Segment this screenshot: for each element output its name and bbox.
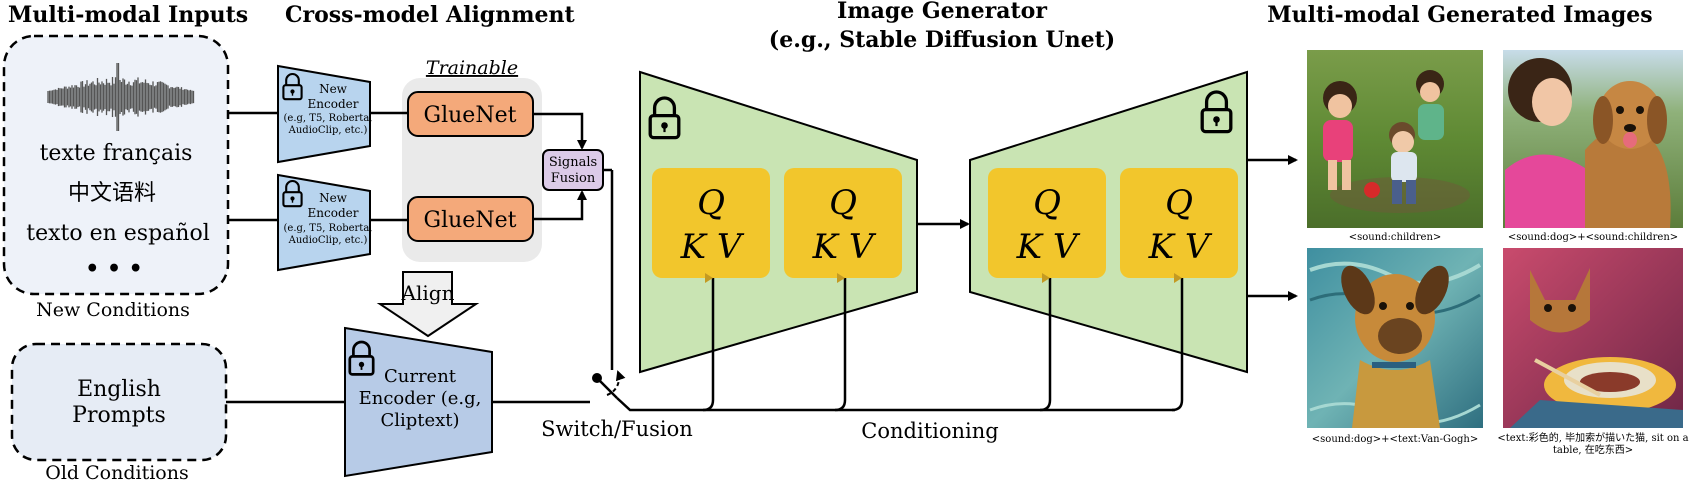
lock-icon bbox=[282, 179, 303, 208]
new-encoder-1-line4: AudioClip, etc.) bbox=[288, 125, 368, 136]
new-encoder-2-line1: New bbox=[319, 191, 348, 205]
current-encoder-line3: Cliptext) bbox=[380, 410, 459, 431]
conditioning-riser bbox=[1171, 273, 1184, 412]
generated-image-dog-child bbox=[1503, 50, 1683, 228]
header-alignment: Cross-model Alignment bbox=[285, 2, 575, 28]
caption-dog-children: <sound:dog>+<sound:children> bbox=[1508, 232, 1678, 243]
conditioning-riser bbox=[834, 273, 847, 412]
generated-image-vangogh-dog bbox=[1307, 248, 1483, 428]
caption-picasso-2: table, 在吃东西> bbox=[1553, 443, 1633, 456]
conditioning-riser bbox=[1039, 273, 1052, 412]
attn-q: Q bbox=[1033, 183, 1061, 223]
conditioning-bus bbox=[616, 397, 1175, 412]
lock-icon bbox=[348, 340, 375, 376]
generated-image-picasso-cat bbox=[1503, 248, 1683, 428]
align-arrow bbox=[376, 271, 480, 338]
header-inputs: Multi-modal Inputs bbox=[8, 2, 248, 28]
attn-kv: K V bbox=[812, 227, 877, 267]
attn-kv: K V bbox=[1016, 227, 1081, 267]
attn-q: Q bbox=[829, 183, 857, 223]
caption-vangogh: <sound:dog>+<text:Van-Gogh> bbox=[1312, 434, 1478, 445]
switch-lever bbox=[596, 377, 618, 399]
conditioning-label: Conditioning bbox=[861, 419, 998, 443]
lock-icon bbox=[1200, 90, 1233, 134]
arrow-to-fusion bbox=[533, 190, 587, 221]
current-encoder bbox=[344, 326, 493, 478]
arrow-to-fusion bbox=[533, 112, 587, 150]
switch-arc bbox=[606, 370, 626, 396]
current-encoder-line2: Encoder (e.g, bbox=[359, 388, 482, 409]
conditioning-riser bbox=[702, 273, 715, 412]
unet-decoder-trapezoid bbox=[969, 70, 1248, 374]
new-encoder-2-line2: Encoder bbox=[308, 206, 359, 220]
header-generator: Image Generator bbox=[837, 0, 1047, 24]
lock-icon bbox=[282, 72, 303, 101]
attention-block: Q K V bbox=[988, 168, 1106, 278]
lock-icon bbox=[648, 96, 681, 140]
current-encoder-line1: Current bbox=[384, 366, 457, 387]
input-item-chinese: 中文语料 bbox=[68, 181, 156, 206]
generated-image-children bbox=[1307, 50, 1483, 228]
attention-block: Q K V bbox=[652, 168, 770, 278]
new-encoder-2-line4: AudioClip, etc.) bbox=[288, 235, 368, 246]
trainable-label: Trainable bbox=[426, 57, 518, 79]
old-item-line2: Prompts bbox=[72, 403, 166, 428]
align-label: Align bbox=[401, 281, 455, 305]
gluenet-label-2: GlueNet bbox=[424, 208, 517, 233]
attention-block: Q K V bbox=[784, 168, 902, 278]
new-conditions-label: New Conditions bbox=[36, 299, 190, 321]
input-item-ellipsis: • • • bbox=[85, 256, 143, 282]
signals-fusion-line1: Signals bbox=[549, 155, 597, 170]
old-conditions-label: Old Conditions bbox=[45, 462, 188, 483]
input-item-spanish: texto en español bbox=[26, 221, 210, 246]
attn-q: Q bbox=[697, 183, 725, 223]
new-encoder-1-line3: (e.g, T5, Roberta, bbox=[284, 113, 373, 124]
unet-encoder-trapezoid bbox=[639, 70, 918, 374]
input-item-french: texte français bbox=[40, 141, 193, 166]
old-conditions-box bbox=[10, 342, 228, 462]
new-encoder-1-line1: New bbox=[319, 82, 348, 96]
new-encoder-1-line2: Encoder bbox=[308, 97, 359, 111]
caption-picasso-1: <text:彩色的, 毕加索が描いた猫, sit on a bbox=[1497, 431, 1688, 444]
attn-kv: K V bbox=[1148, 227, 1213, 267]
header-generator-sub: (e.g., Stable Diffusion Unet) bbox=[769, 27, 1115, 53]
old-item-line1: English bbox=[77, 377, 161, 402]
waveform-icon bbox=[47, 63, 195, 131]
signals-fusion-line2: Fusion bbox=[551, 171, 596, 186]
new-encoder-2-line3: (e.g, T5, Roberta, bbox=[284, 223, 373, 234]
gluenet-label-1: GlueNet bbox=[424, 103, 517, 128]
switch-fusion-label: Switch/Fusion bbox=[541, 417, 693, 441]
attn-q: Q bbox=[1165, 183, 1193, 223]
caption-children: <sound:children> bbox=[1349, 232, 1442, 243]
attention-block: Q K V bbox=[1120, 168, 1238, 278]
attn-kv: K V bbox=[680, 227, 745, 267]
header-outputs: Multi-modal Generated Images bbox=[1267, 2, 1652, 28]
